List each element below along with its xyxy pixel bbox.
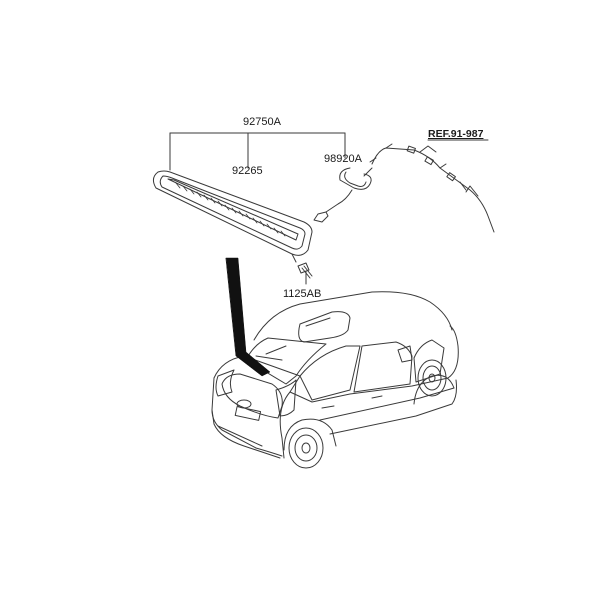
assembly-callout-bracket xyxy=(169,132,346,171)
wiring-harness-part xyxy=(313,167,373,223)
reference-wiring xyxy=(369,139,495,233)
reference-label[interactable]: REF.91-987 xyxy=(428,128,484,140)
part-label-1125ab[interactable]: 1125AB xyxy=(283,288,322,300)
part-label-92265[interactable]: 92265 xyxy=(232,165,263,177)
lamp-led-segments xyxy=(175,182,286,237)
vehicle-outline xyxy=(211,291,459,469)
stop-lamp-assembly xyxy=(152,170,313,263)
part-label-92750a[interactable]: 92750A xyxy=(243,116,281,128)
part-label-98920a[interactable]: 98920A xyxy=(324,153,362,165)
screw-part xyxy=(297,262,313,285)
location-leader-arrow xyxy=(225,257,271,377)
